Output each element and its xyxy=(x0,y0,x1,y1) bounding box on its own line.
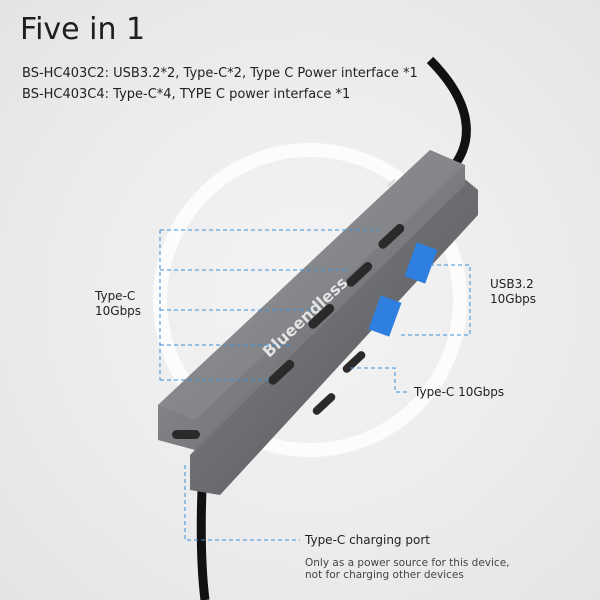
usb-a-port xyxy=(404,242,438,284)
hub-rear-unit xyxy=(190,175,478,495)
type-c-port xyxy=(378,224,405,249)
type-c-middle-label: Type-C 10Gbps xyxy=(414,385,505,399)
charging-port-label: Type-C charging port xyxy=(305,533,430,547)
usb-a-port xyxy=(368,295,402,337)
charging-port xyxy=(172,430,200,439)
callout-lines xyxy=(159,229,471,541)
spec-line-c2: BS-HC403C2: USB3.2*2, Type-C*2, Type C P… xyxy=(22,66,418,81)
type-c-port xyxy=(308,304,335,329)
page-title: Five in 1 xyxy=(20,12,146,47)
type-c-port xyxy=(346,262,373,287)
type-c-port xyxy=(342,351,366,373)
led-indicator xyxy=(386,178,396,188)
spec-line-c4: BS-HC403C4: Type-C*4, TYPE C power inter… xyxy=(22,87,351,102)
type-c-port xyxy=(312,393,336,415)
type-c-port xyxy=(268,360,295,385)
charging-note: Only as a power source for this device,n… xyxy=(305,557,510,581)
